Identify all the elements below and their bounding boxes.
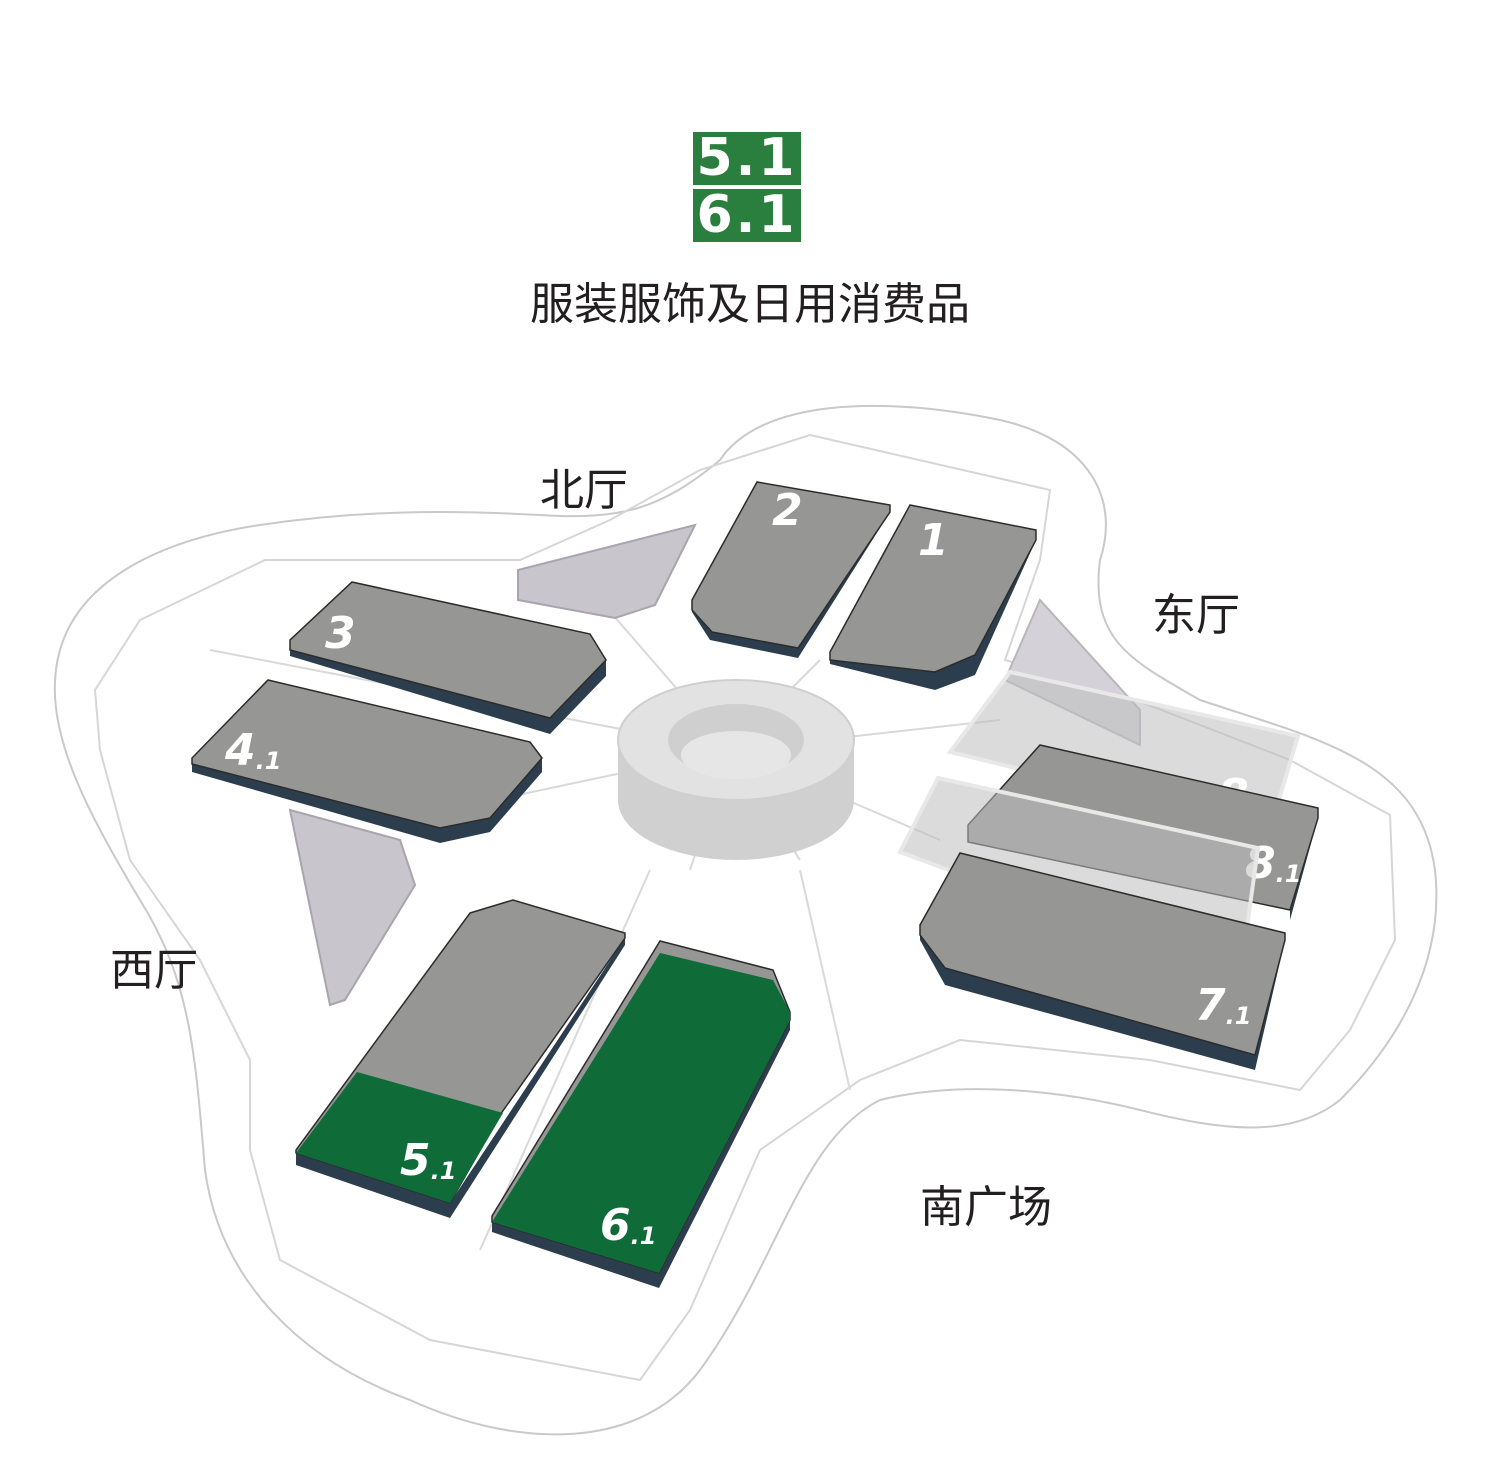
hall-label: 4.1 [224, 725, 281, 776]
north-pavilion [517, 523, 697, 620]
hall-5-1[interactable]: 5.1 [295, 899, 626, 1218]
central-ring [617, 679, 855, 860]
hall-2[interactable]: 2 [691, 481, 891, 658]
hall-highlight [492, 953, 790, 1273]
hall-label: 1 [918, 515, 949, 566]
area-label-west: 西厅 [110, 945, 198, 996]
hall-roof [829, 504, 1037, 673]
west-pavilion [288, 808, 417, 1007]
hall-1[interactable]: 1 [829, 504, 1037, 690]
hall-highlight [296, 1072, 503, 1203]
hall-badge: 5.1 6.1 [693, 132, 801, 242]
hall-7-1[interactable]: 7.1 [919, 852, 1286, 1070]
area-label-north: 北厅 [540, 465, 628, 516]
badge-bottom-number: 6.1 [693, 189, 801, 242]
area-label-east: 东厅 [1152, 590, 1240, 641]
hall-label: 6.1 [600, 1200, 656, 1251]
hall-label: 7.1 [1195, 980, 1251, 1031]
badge-top-number: 5.1 [693, 132, 801, 185]
hall-roof [691, 481, 891, 649]
hall-label: 2 [772, 485, 803, 536]
hall-3[interactable]: 3 [289, 581, 607, 734]
page-title: 服装服饰及日用消费品 [530, 279, 970, 330]
hall-side [830, 530, 1036, 690]
hall-roof [191, 679, 543, 829]
hall-side [920, 925, 1285, 1070]
area-label-south: 南广场 [920, 1182, 1052, 1233]
hall-4-1[interactable]: 4.1 [191, 679, 543, 843]
hall-label: 8.1 [1245, 838, 1301, 889]
hall-6-1[interactable]: 6.1 [491, 940, 791, 1288]
hall-label: 3 [325, 608, 356, 659]
hall-roof [919, 852, 1286, 1056]
hall-label: 5.1 [400, 1135, 456, 1186]
hall-roof [289, 581, 607, 719]
